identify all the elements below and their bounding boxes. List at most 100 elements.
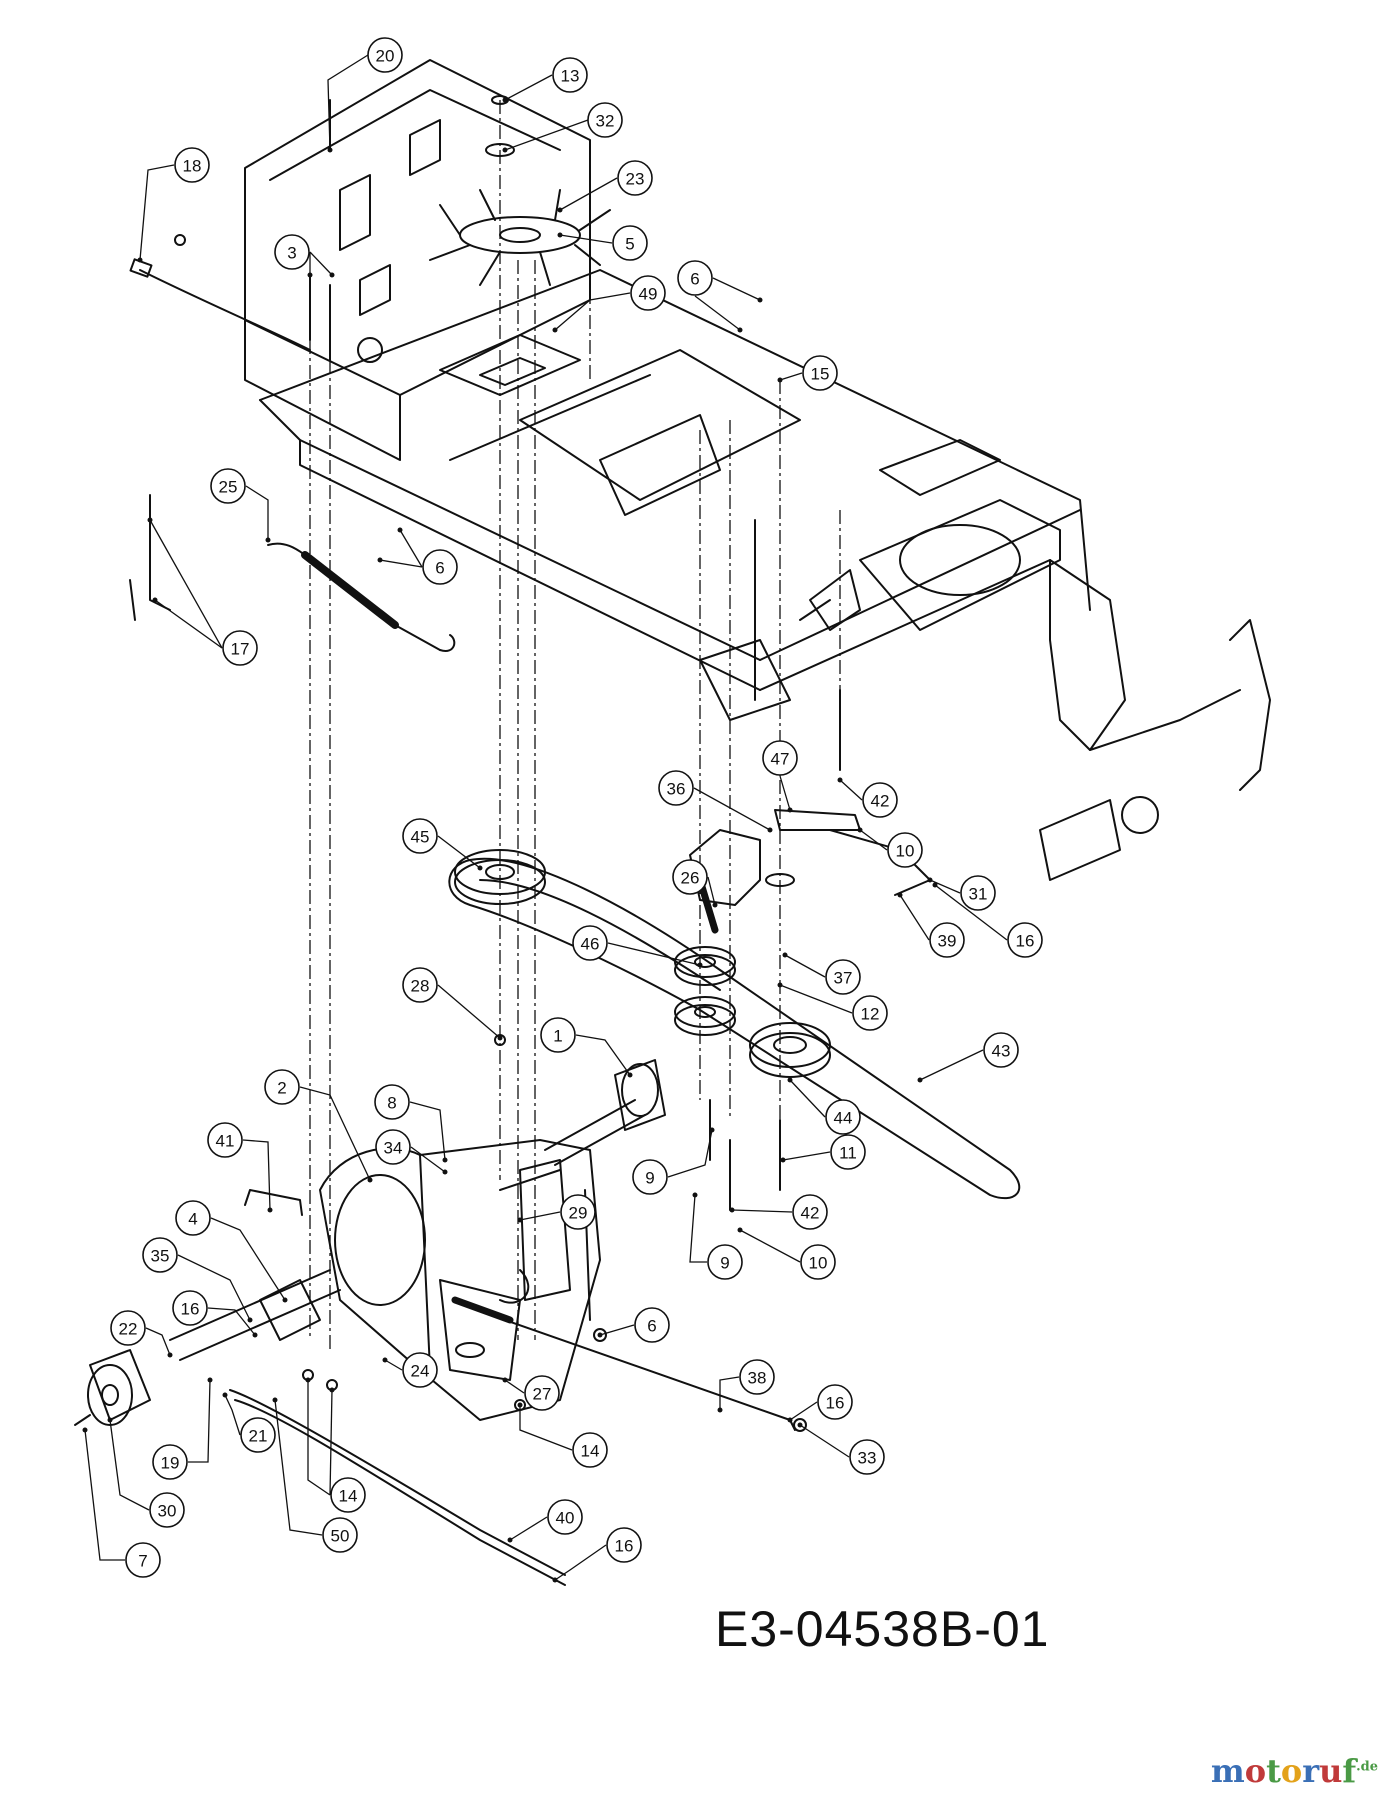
callout-leader-tip (265, 537, 271, 543)
callout-bubble (374, 1084, 410, 1120)
callout-leader-tip (152, 597, 158, 603)
callout-bubble (572, 925, 608, 961)
callout-leader-tip (897, 892, 903, 898)
callout-leader (309, 251, 333, 276)
callout-20: 20 (327, 37, 403, 153)
callout-leader-tip (927, 877, 933, 883)
callout-number: 38 (748, 1369, 767, 1388)
callout-bubble (264, 1069, 300, 1105)
callout-leader (929, 879, 961, 894)
callout-2: 2 (264, 1069, 373, 1183)
callout-6: 6 (377, 527, 458, 585)
control-rod-40 (229, 1389, 566, 1586)
callout-bubble (658, 770, 694, 806)
callout-leader-tip (307, 272, 313, 278)
callout-leader-tip (502, 147, 508, 153)
callout-leader (504, 1379, 525, 1394)
callout-number: 28 (411, 977, 430, 996)
callout-1: 1 (540, 1017, 633, 1078)
callout-leader (782, 1151, 831, 1161)
callout-leader-tip (697, 962, 703, 968)
callout-leader (149, 519, 223, 649)
callout-leader (779, 984, 853, 1014)
callout-bubble (172, 1290, 208, 1326)
callout-leader (329, 1389, 333, 1496)
callout-leader (779, 372, 803, 381)
callout-number: 16 (1016, 932, 1035, 951)
callout-leader (145, 1327, 171, 1356)
callout-number: 3 (287, 244, 296, 263)
callout-45: 45 (402, 818, 483, 871)
callout-leader (224, 1394, 241, 1436)
callout-bubble (800, 1244, 836, 1280)
callout-bubble (210, 468, 246, 504)
callout-29: 29 (517, 1194, 596, 1230)
callout-bubble (560, 1194, 596, 1230)
callout-bubble (849, 1439, 885, 1475)
extension-spring (267, 542, 456, 652)
callout-leader (559, 177, 618, 211)
callout-leader-tip (305, 1377, 311, 1383)
callout-bubble (524, 1375, 560, 1411)
callout-leader (799, 1424, 850, 1458)
callout-leader-tip (442, 1157, 448, 1163)
callout-leader (731, 1209, 793, 1213)
callout-leader (707, 876, 716, 906)
callout-leader (242, 1139, 271, 1211)
callout-leader (694, 295, 741, 331)
callout-43: 43 (917, 1032, 1019, 1083)
callout-number: 45 (411, 828, 430, 847)
callout-leader (504, 74, 553, 101)
callout-number: 14 (339, 1487, 358, 1506)
callout-16: 16 (787, 1384, 853, 1423)
idler-arm-bracket (689, 809, 931, 934)
callout-35: 35 (142, 1237, 253, 1323)
callout-leader-tip (247, 1317, 253, 1323)
callout-leader (274, 1399, 323, 1536)
callout-21: 21 (222, 1392, 276, 1453)
callout-37: 37 (782, 952, 861, 995)
pulley-flat (749, 1022, 831, 1078)
callout-bubble (862, 782, 898, 818)
callout-leader-tip (207, 1377, 213, 1383)
callout-number: 36 (667, 780, 686, 799)
callout-leader-tip (107, 1417, 113, 1423)
callout-number: 7 (138, 1552, 147, 1571)
callout-number: 12 (861, 1005, 880, 1024)
callout-number: 15 (811, 365, 830, 384)
callout-number: 47 (771, 750, 790, 769)
callout-3: 3 (274, 234, 335, 278)
callout-bubble (322, 1517, 358, 1553)
callout-46: 46 (572, 925, 703, 968)
callout-leader (519, 1405, 573, 1451)
callout-leader (779, 775, 791, 811)
callout-leader-tip (857, 827, 863, 833)
callout-14: 14 (305, 1377, 366, 1513)
deflector-plate (439, 334, 581, 396)
callout-bubble (125, 1542, 161, 1578)
callout-leader (919, 1049, 984, 1081)
callout-24: 24 (382, 1352, 438, 1388)
callout-32: 32 (502, 102, 623, 153)
callout-number: 37 (834, 969, 853, 988)
callout-47: 47 (762, 740, 798, 813)
callout-number: 20 (376, 47, 395, 66)
callout-leader (154, 599, 223, 649)
callout-leader-tip (717, 1407, 723, 1413)
callout-number: 16 (181, 1300, 200, 1319)
callout-19: 19 (152, 1377, 213, 1480)
callout-leader-tip (709, 1127, 715, 1133)
callout-leader (437, 835, 481, 869)
callout-leader (859, 829, 888, 851)
callout-leader-tip (507, 1537, 513, 1543)
callout-number: 19 (161, 1454, 180, 1473)
callout-bubble (817, 1384, 853, 1420)
callout-leader-tip (932, 882, 938, 888)
callout-number: 42 (871, 792, 890, 811)
callout-leader (210, 1217, 286, 1301)
callout-number: 18 (183, 157, 202, 176)
callout-number: 23 (626, 170, 645, 189)
callout-leader (693, 787, 771, 831)
